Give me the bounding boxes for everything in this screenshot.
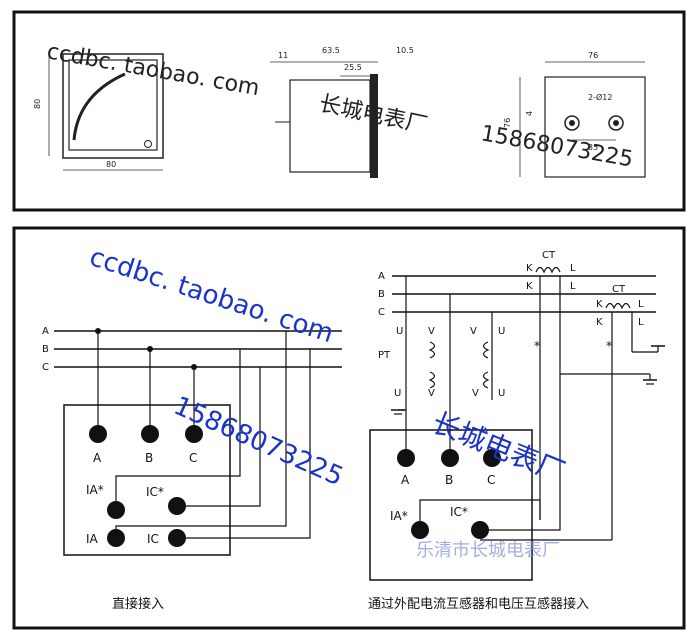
ct1-l1: L [570,263,576,274]
direct-terminal-c [185,425,203,443]
tr-line-c: C [378,307,385,318]
tr-meter-box [369,429,533,581]
pt-v3: V [428,388,435,399]
direct-terminal-b [141,425,159,443]
pt2-coil-lower [482,371,490,389]
pt-label: PT [378,350,391,361]
ground-icon-ct2 [632,345,665,353]
pt2-coil-upper [482,341,490,359]
direct-term-label-c: C [189,451,197,465]
tr-term-label-b: B [445,473,453,487]
tr-terminal-a [397,449,415,467]
side-dim-10-5: 10.5 [396,46,414,55]
tr-terminal-b [441,449,459,467]
front-outer-frame [62,53,164,159]
side-dim-63-5: 63.5 [322,46,340,55]
watermark-maker-full: 乐清市长城电表厂 [416,540,560,561]
ct2-label: CT [612,284,626,295]
tr-terminal-c [483,449,501,467]
direct-label-ic: IC [147,532,159,546]
ct1-k1: K [526,263,533,274]
pt1-coil-upper [428,341,436,359]
watermark-shop-top: ccdbc. taobao. com [45,39,261,101]
side-view: 11 63.5 25.5 10.5 [270,46,414,178]
ct2-k1: K [596,299,603,310]
pt-v1: V [428,326,435,337]
ct2-coil [605,302,631,310]
front-scale-arc [72,72,126,141]
wiring-panel: A B C A B C IA* IC* IA IC [12,226,686,630]
direct-wire-ia-star [115,349,241,510]
front-view: 80 80 [33,53,164,171]
rear-terminal-left-inner [569,120,575,126]
ground-icon-right [643,374,657,385]
tr-wire-ic-star [480,374,561,531]
front-dim-height: 80 [33,99,42,109]
pt-u2: U [498,326,505,337]
dimension-panel-frame [12,10,686,212]
ct1-coil [535,266,561,274]
rear-terminal-right [608,115,624,131]
side-dim-25-5: 25.5 [344,63,362,72]
direct-wire-ic [177,349,311,539]
pt-u3: U [394,388,401,399]
direct-term-label-a: A [93,451,102,465]
direct-label-ia-star: IA* [86,483,104,497]
front-dim-width: 80 [106,160,116,169]
wiring-panel-frame [12,226,686,630]
ct1-star: * [534,339,540,353]
rear-hole-label: 2-Ø12 [588,92,612,102]
ground-icon-pt [391,409,406,415]
dimension-panel: 80 80 11 63.5 25.5 10.5 76 76 4 [12,10,686,212]
transformer-wiring: A B C CT K K L L CT K K L L * * [368,250,665,612]
rear-terminal-right-inner [613,120,619,126]
rear-dim-4: 4 [525,111,534,116]
tr-wire-ia-star [419,499,541,530]
watermark-shop-bottom: ccdbc. taobao. com [86,242,337,349]
tr-term-label-c: C [487,473,495,487]
tr-label-ic-star: IC* [450,505,468,519]
pt-v2: V [470,326,477,337]
rear-dim-width: 76 [588,51,598,60]
direct-caption: 直接接入 [112,596,164,612]
side-dim-11: 11 [278,51,288,60]
direct-line-a: A [42,326,49,337]
rear-view: 76 76 4 2-Ø12 35 [503,51,646,178]
tr-caption: 通过外配电流互感器和电压互感器接入 [368,596,589,612]
tr-label-ia-star: IA* [390,509,408,523]
tr-line-b: B [378,289,385,300]
ct1-label: CT [542,250,556,261]
ct2-k2: K [596,317,603,328]
rear-terminal-left [564,115,580,131]
ct1-k2: K [526,281,533,292]
direct-wiring: A B C A B C IA* IC* IA IC [42,326,342,612]
direct-wire-ic-star [177,367,261,507]
direct-line-c: C [42,362,49,373]
pt-v4: V [472,388,479,399]
ct2-l2: L [638,317,644,328]
direct-term-label-b: B [145,451,153,465]
direct-line-b: B [42,344,49,355]
direct-label-ia: IA [86,532,99,546]
front-inner-frame [68,59,158,151]
direct-wire-ia [115,331,287,538]
pt-u1: U [396,326,403,337]
direct-label-ic-star: IC* [146,485,164,499]
side-flange [370,74,378,178]
tr-term-label-a: A [401,473,410,487]
tr-line-a: A [378,271,385,282]
ct2-l1: L [638,299,644,310]
rear-outer-frame [544,76,646,178]
rear-dim-35: 35 [588,143,598,152]
pt1-coil-lower [428,371,436,389]
direct-terminal-a [89,425,107,443]
front-zero-screw [144,140,152,148]
ct2-star: * [606,339,612,353]
ct1-l2: L [570,281,576,292]
direct-meter-box [63,404,231,556]
pt-u4: U [498,388,505,399]
rear-dim-height: 76 [503,118,512,128]
